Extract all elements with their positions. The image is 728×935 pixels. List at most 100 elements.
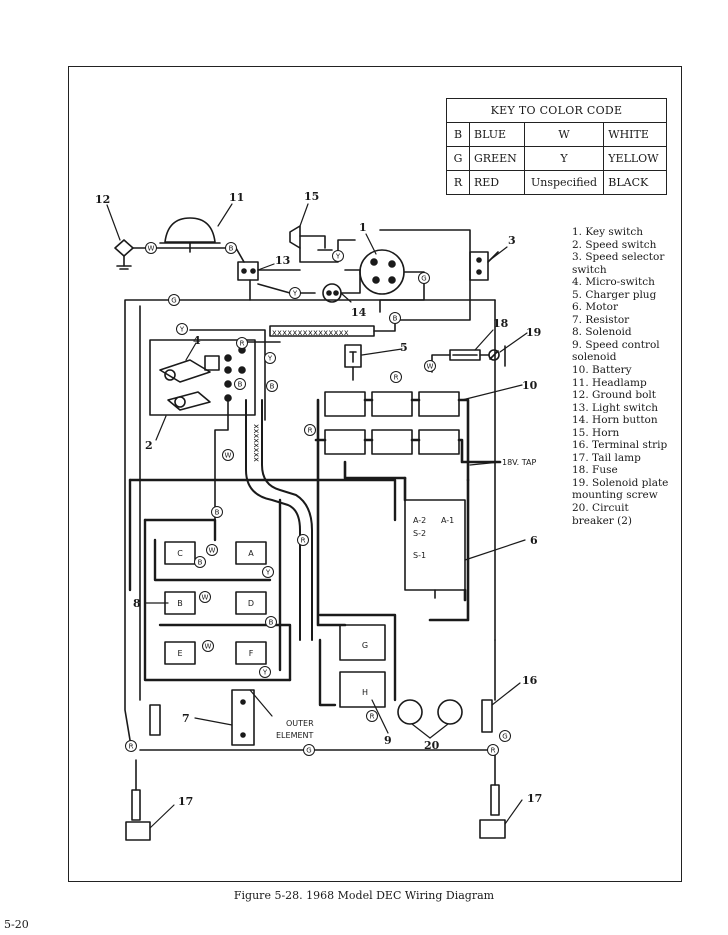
svg-text:W: W [225, 452, 232, 460]
svg-text:B: B [215, 509, 220, 517]
wire-tag: Y [264, 352, 276, 364]
callout-6: 6 [530, 534, 538, 547]
svg-text:W: W [148, 245, 155, 253]
svg-text:B: B [198, 559, 203, 567]
wire-tag: W [202, 640, 214, 652]
wire-tag: G [418, 272, 430, 284]
key-table-row: B BLUE W WHITE [446, 122, 667, 147]
legend-item: breaker (2) [572, 514, 633, 527]
svg-text:G: G [502, 733, 507, 741]
svg-text:Y: Y [265, 569, 271, 577]
speed-solenoid-label-h: H [362, 688, 368, 697]
ground-bolt [114, 239, 134, 270]
color-code-key-table: KEY TO COLOR CODE B BLUE W WHITE G GREEN… [446, 98, 667, 195]
speed-selector-switch [469, 251, 499, 281]
wire-tag: R [366, 710, 378, 722]
wire-tag: Y [332, 250, 344, 262]
legend-item: 3. Speed selector [572, 251, 665, 264]
key-color: RED [469, 170, 525, 195]
outer-element-label: OUTER [286, 719, 314, 728]
solenoid-label-d: D [248, 599, 254, 608]
wire-tag: B [225, 242, 237, 254]
page-number: 5-20 [4, 918, 29, 931]
motor-terminal-s2: S-2 [413, 529, 426, 538]
wire-tag: W [206, 544, 218, 556]
svg-text:G: G [306, 747, 311, 755]
solenoid-label-e: E [177, 649, 182, 658]
callout-12: 12 [95, 193, 110, 206]
speed-control-solenoid [339, 624, 386, 708]
legend-item: 16. Terminal strip [572, 439, 668, 452]
svg-text:Y: Y [267, 355, 273, 363]
speed-switch [149, 339, 256, 416]
svg-text:R: R [129, 743, 134, 751]
legend-item: 14. Horn button [572, 414, 658, 427]
wire-tag: W [222, 449, 234, 461]
legend-item: 2. Speed switch [572, 238, 657, 251]
callout-10: 10 [522, 379, 538, 392]
svg-text:Y: Y [262, 669, 268, 677]
wire-tag: Y [289, 287, 301, 299]
key-color: WHITE [603, 122, 667, 147]
legend-item: 4. Micro-switch [572, 276, 655, 289]
parts-legend: 1. Key switch 2. Speed switch 3. Speed s… [572, 226, 682, 527]
callout-8: 8 [133, 597, 141, 610]
callout-9: 9 [384, 734, 392, 747]
svg-text:W: W [209, 547, 216, 555]
legend-item: 10. Battery [572, 364, 632, 377]
key-letter: Unspecified [523, 170, 605, 195]
svg-text:R: R [491, 747, 496, 755]
wire-tag: Y [259, 666, 271, 678]
callout-18: 18 [493, 317, 509, 330]
figure-caption: Figure 5-28. 1968 Model DEC Wiring Diagr… [233, 889, 495, 902]
wire-tag: R [487, 744, 499, 756]
legend-item: solenoid [572, 351, 617, 364]
wire-tag: R [304, 424, 316, 436]
svg-text:B: B [270, 383, 275, 391]
svg-text:B: B [269, 619, 274, 627]
wire [189, 329, 266, 421]
legend-item: 11. Headlamp [572, 376, 647, 389]
solenoid-label-f: F [249, 649, 254, 658]
legend-item: mounting screw [572, 489, 658, 502]
wire-tag: B [194, 556, 206, 568]
svg-text:G: G [421, 275, 426, 283]
tail-lamp-left [125, 759, 151, 841]
svg-text:Y: Y [179, 326, 185, 334]
legend-item: 1. Key switch [572, 226, 643, 238]
light-switch [237, 261, 259, 281]
callout-1: 1 [359, 221, 367, 234]
wire-tag: R [297, 534, 309, 546]
circuit-breaker [397, 699, 463, 725]
speed-solenoid-label-g: G [362, 641, 368, 650]
wire-tag: G [303, 744, 315, 756]
svg-text:R: R [308, 427, 313, 435]
wire-tag: W [199, 591, 211, 603]
svg-text:W: W [427, 363, 434, 371]
wire-tag: G [168, 294, 180, 306]
svg-text:G: G [171, 297, 176, 305]
outer-element-label: ELEMENT [276, 731, 314, 740]
wire-tag: B [211, 506, 223, 518]
battery-bank [324, 391, 460, 455]
svg-text:R: R [301, 537, 306, 545]
legend-item: 9. Speed control [572, 338, 660, 351]
svg-text:Y: Y [292, 290, 298, 298]
wire-tag: B [265, 616, 277, 628]
svg-text:R: R [240, 340, 245, 348]
callout-leaders [106, 203, 528, 829]
diagram-frame [68, 66, 682, 882]
svg-text:xxxxxxxx: xxxxxxxx [252, 424, 261, 462]
callout-2: 2 [145, 439, 153, 452]
legend-item: 5. Charger plug [572, 288, 657, 301]
callout-19: 19 [526, 326, 541, 339]
legend-item: 13. Light switch [572, 401, 659, 414]
key-letter: B [446, 122, 470, 147]
legend-item: 18. Fuse [572, 464, 618, 477]
solenoid-label-a: A [248, 549, 254, 558]
resistor [231, 689, 255, 746]
horn-button [322, 283, 342, 303]
solenoid-wires [128, 478, 397, 682]
solenoid-cable [318, 613, 397, 702]
